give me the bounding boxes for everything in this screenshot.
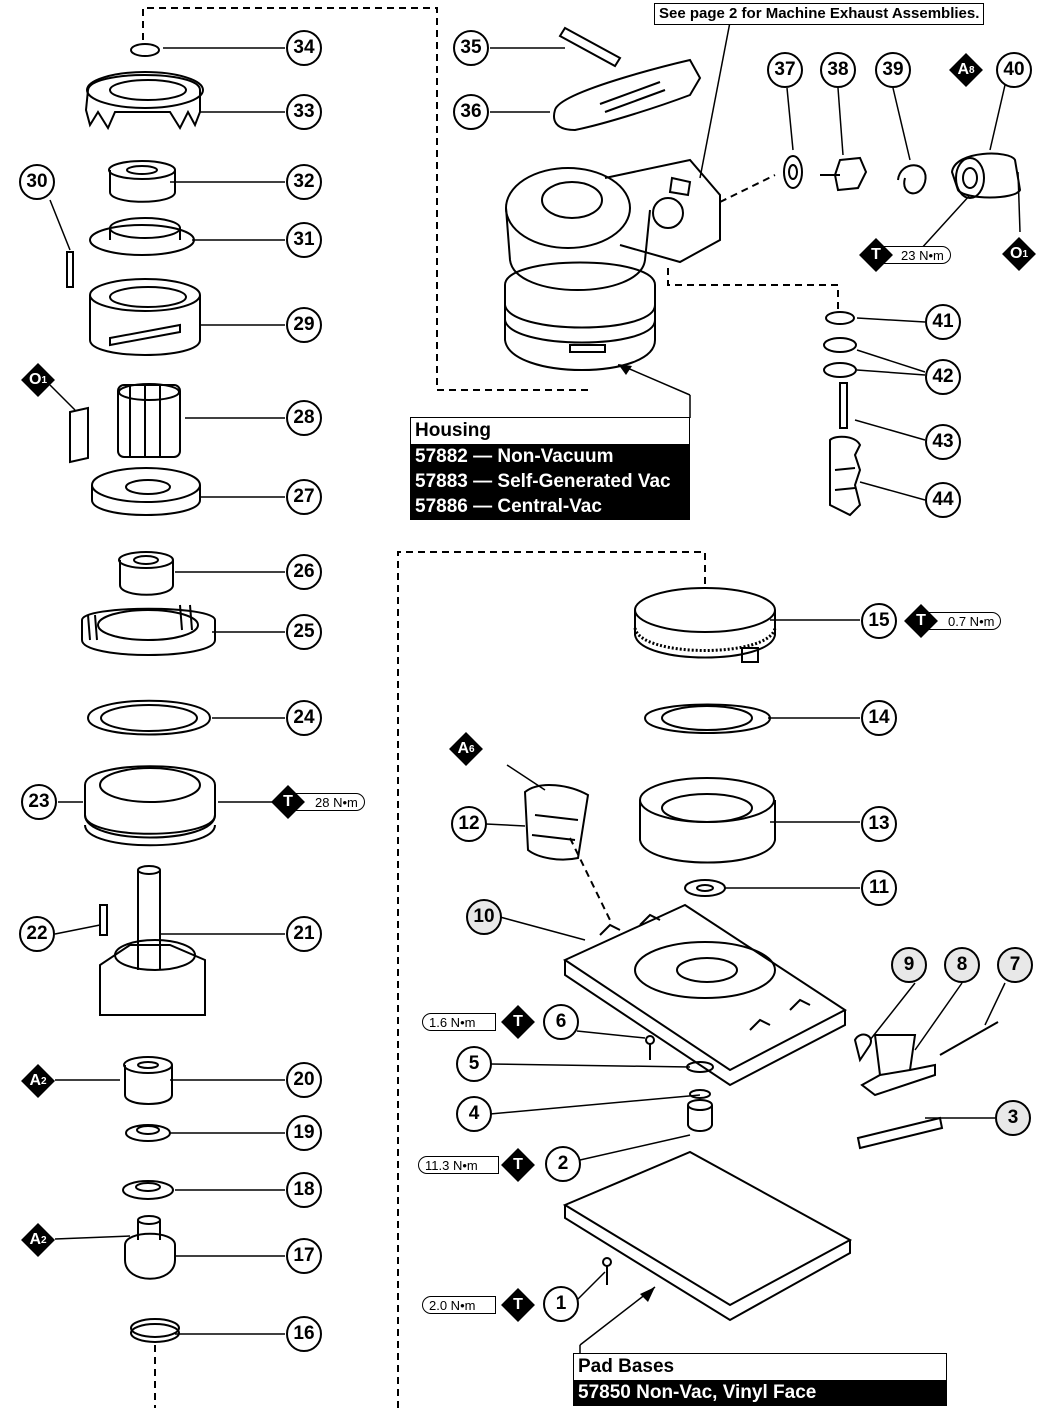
callout-38: 38 xyxy=(820,52,856,88)
left-column-parts xyxy=(66,43,216,1343)
torque-diamond: T xyxy=(501,1288,535,1322)
callout-6: 6 xyxy=(543,1004,579,1040)
callout-27: 27 xyxy=(286,479,322,515)
callout-40: 40 xyxy=(996,52,1032,88)
torque-label-1: 2.0 N•m xyxy=(422,1296,497,1314)
housing-title: Housing xyxy=(415,420,491,441)
callout-39: 39 xyxy=(875,52,911,88)
callout-30: 30 xyxy=(19,164,55,200)
callout-10: 10 xyxy=(466,899,502,935)
callout-34: 34 xyxy=(286,30,322,66)
callout-22: 22 xyxy=(19,916,55,952)
callout-5: 5 xyxy=(456,1046,492,1082)
torque-diamond: T xyxy=(859,238,893,272)
torque-diamond: T xyxy=(501,1148,535,1182)
torque-diamond: T xyxy=(501,1005,535,1039)
callout-41: 41 xyxy=(925,304,961,340)
callout-20: 20 xyxy=(286,1062,322,1098)
callout-4: 4 xyxy=(456,1096,492,1132)
callout-43: 43 xyxy=(925,424,961,460)
torque-label-6: 1.6 N•m xyxy=(422,1013,497,1031)
torque-diamond: T xyxy=(904,604,938,638)
callout-35: 35 xyxy=(453,30,489,66)
callout-16: 16 xyxy=(286,1316,322,1352)
callout-26: 26 xyxy=(286,554,322,590)
callout-13: 13 xyxy=(861,806,897,842)
bottom-right-parts xyxy=(523,587,999,1322)
exhaust-assemblies-note: See page 2 for Machine Exhaust Assemblie… xyxy=(654,3,985,25)
callout-31: 31 xyxy=(286,222,322,258)
callout-32: 32 xyxy=(286,164,322,200)
pad-bases-row: 57850 Non-Vac, Vinyl Face xyxy=(574,1380,946,1405)
callout-24: 24 xyxy=(286,700,322,736)
torque-label-23: 28 N•m xyxy=(294,793,365,811)
callout-15: 15 xyxy=(861,603,897,639)
callout-7: 7 xyxy=(997,947,1033,983)
callout-17: 17 xyxy=(286,1238,322,1274)
callout-3: 3 xyxy=(995,1100,1031,1136)
callout-37: 37 xyxy=(767,52,803,88)
housing-row: 57886 — Central-Vac xyxy=(411,494,689,519)
torque-label-15: 0.7 N•m xyxy=(927,612,1002,630)
callout-19: 19 xyxy=(286,1115,322,1151)
torque-label-40: 23 N•m xyxy=(880,246,951,264)
callout-33: 33 xyxy=(286,94,322,130)
callout-2: 2 xyxy=(545,1146,581,1182)
torque-diamond: T xyxy=(271,785,305,819)
callout-23: 23 xyxy=(21,784,57,820)
housing-row: 57883 — Self-Generated Vac xyxy=(411,469,689,494)
callout-36: 36 xyxy=(453,94,489,130)
callout-12: 12 xyxy=(451,806,487,842)
callout-44: 44 xyxy=(925,482,961,518)
pad-bases-box: Pad Bases 57850 Non-Vac, Vinyl Face xyxy=(573,1353,947,1406)
callout-18: 18 xyxy=(286,1172,322,1208)
callout-28: 28 xyxy=(286,400,322,436)
callout-25: 25 xyxy=(286,614,322,650)
top-right-parts xyxy=(504,26,1022,517)
callout-8: 8 xyxy=(944,947,980,983)
callout-11: 11 xyxy=(861,870,897,906)
pad-bases-title: Pad Bases xyxy=(578,1356,675,1377)
callout-42: 42 xyxy=(925,359,961,395)
torque-label-2: 11.3 N•m xyxy=(418,1156,499,1174)
housing-row: 57882 — Non-Vacuum xyxy=(411,444,689,469)
callout-29: 29 xyxy=(286,307,322,343)
callout-14: 14 xyxy=(861,700,897,736)
callout-1: 1 xyxy=(543,1286,579,1322)
callout-21: 21 xyxy=(286,916,322,952)
callout-9: 9 xyxy=(891,947,927,983)
dashed-assembly-lines xyxy=(142,7,839,1408)
housing-box: Housing 57882 — Non-Vacuum 57883 — Self-… xyxy=(410,417,690,520)
